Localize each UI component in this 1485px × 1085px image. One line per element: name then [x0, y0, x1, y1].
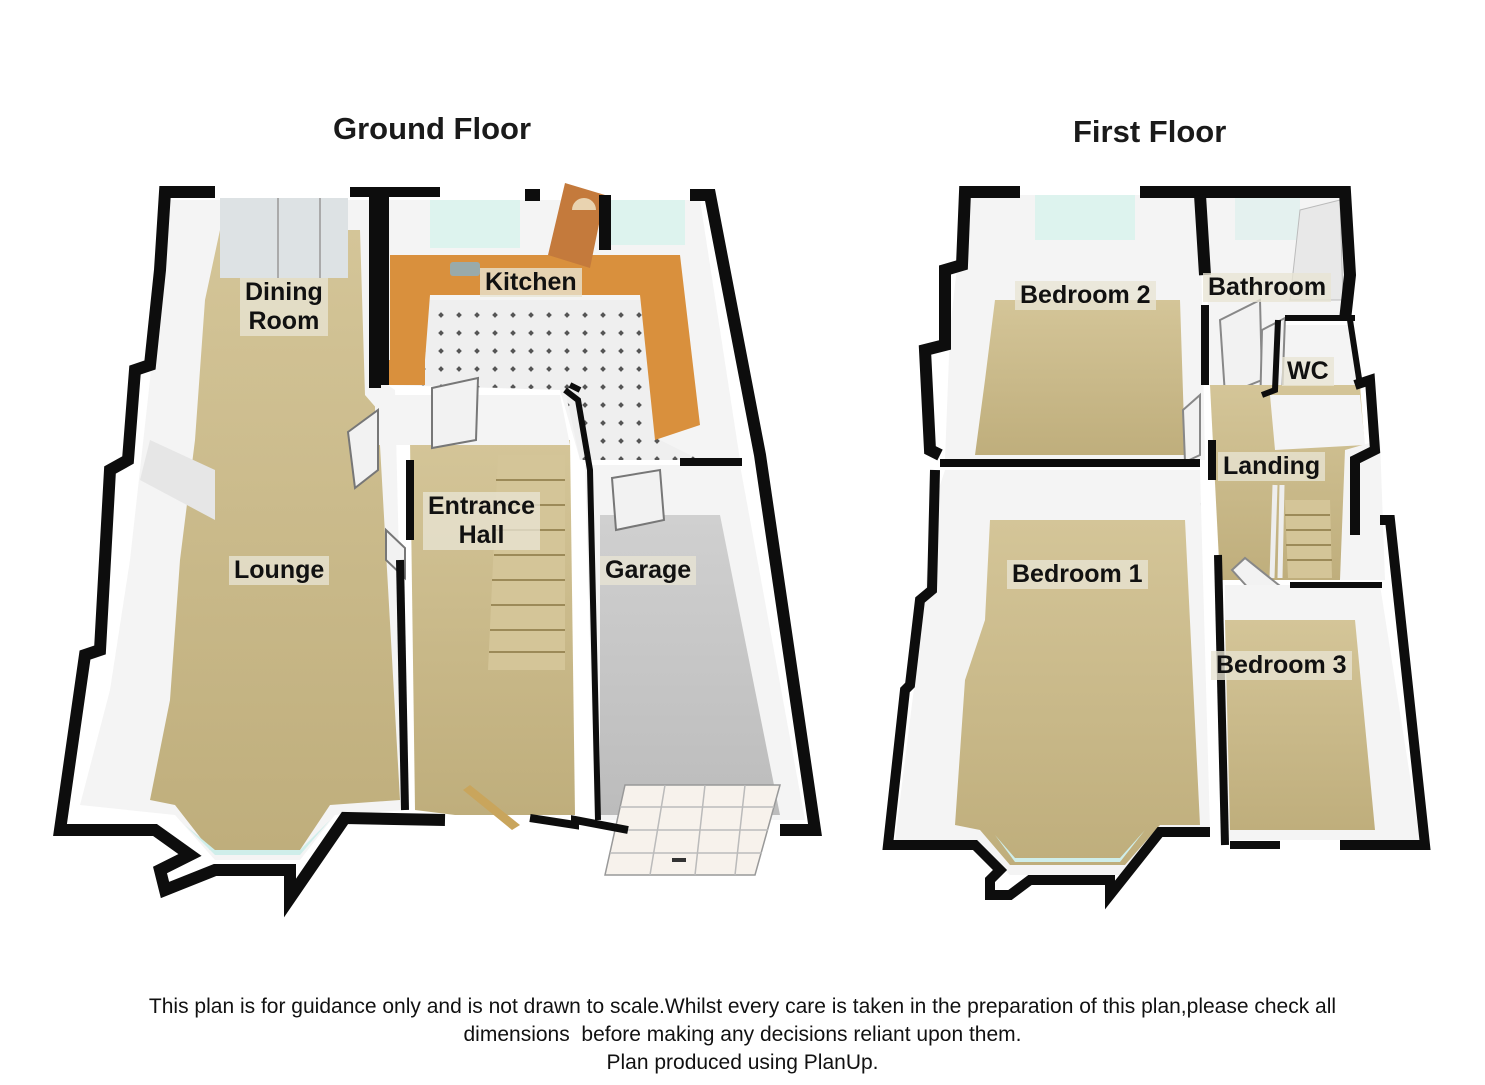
- ground-floor-title: Ground Floor: [333, 111, 532, 146]
- garage-label: Garage: [600, 556, 697, 585]
- bathroom-label: Bathroom: [1203, 273, 1332, 302]
- disclaimer-line-1: This plan is for guidance only and is no…: [148, 995, 1337, 1018]
- wc-label: WC: [1282, 357, 1334, 386]
- lounge-label: Lounge: [229, 556, 330, 585]
- landing-staircase: [1269, 484, 1332, 579]
- front-door: [463, 785, 520, 830]
- dining-room-label: Dining Room: [240, 278, 328, 336]
- bedroom-2-area: [945, 195, 1205, 460]
- staircase: [488, 455, 565, 670]
- bedroom-3-label: Bedroom 3: [1211, 651, 1352, 680]
- ground-floor-walls: [53, 186, 822, 918]
- first-floor-plan: [882, 186, 1431, 910]
- disclaimer: This plan is for guidance only and is no…: [0, 993, 1485, 1077]
- landing-label: Landing: [1218, 452, 1326, 481]
- dining-room-label-line1: Dining: [245, 278, 323, 306]
- dining-room-label-line2: Room: [248, 307, 320, 335]
- first-floor-title: First Floor: [1073, 114, 1227, 149]
- kitchen-area: [385, 183, 740, 460]
- disclaimer-line-2: dimensions before making any decisions r…: [463, 1023, 1022, 1046]
- disclaimer-line-3: Plan produced using PlanUp.: [606, 1051, 879, 1074]
- sink-icon: [450, 262, 480, 276]
- bedroom-2-label: Bedroom 2: [1015, 281, 1156, 310]
- bedroom-1-label: Bedroom 1: [1007, 560, 1148, 589]
- kitchen-window: [430, 200, 520, 248]
- patio-doors: [220, 198, 348, 278]
- ground-floor-plan: [53, 183, 822, 918]
- lounge-dining-area: [80, 198, 405, 860]
- garage-area: [585, 465, 805, 876]
- garage-door: [604, 784, 781, 876]
- hall-door: [431, 376, 480, 450]
- entrance-hall-label-line1: Entrance: [428, 492, 535, 520]
- bedroom-3-area: [1225, 585, 1420, 840]
- entrance-hall-label-line2: Hall: [458, 521, 505, 549]
- entrance-hall-label: Entrance Hall: [423, 492, 540, 550]
- kitchen-label: Kitchen: [480, 268, 582, 297]
- bedroom-1-area: [895, 470, 1210, 875]
- first-floor-walls: [882, 186, 1431, 910]
